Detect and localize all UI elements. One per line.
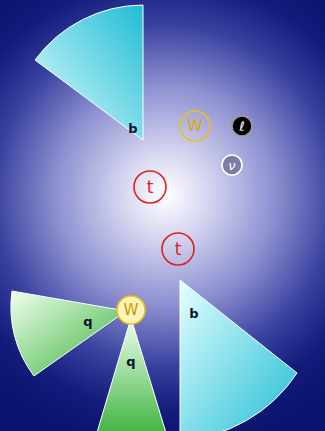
particle-label: W [187,118,203,134]
top-quark-circle: t [161,232,195,266]
particle-label: t [175,241,182,258]
w-boson-circle: W [179,110,211,142]
top-quark-circle: t [133,170,167,204]
shape-outline [176,276,302,431]
particle-label: b [128,121,137,136]
particle-label: ℓ [239,120,244,133]
particle-label: b [189,306,198,321]
particle-label: W [124,303,139,318]
shape-outline [94,316,170,431]
b-jet-cone: b [176,276,302,431]
particle-label: q [126,354,135,369]
q-jet-cone: q [8,286,130,380]
particle-label: ν [228,159,235,172]
shape-outline [8,286,130,380]
neutrino-circle: ν [221,154,243,176]
q-jet-cone: q [94,316,170,431]
lepton-circle: ℓ [231,115,253,137]
w-boson-circle: W [116,295,146,325]
particle-label: t [147,179,154,196]
particle-label: q [83,314,92,329]
b-jet-cone: b [28,2,152,146]
